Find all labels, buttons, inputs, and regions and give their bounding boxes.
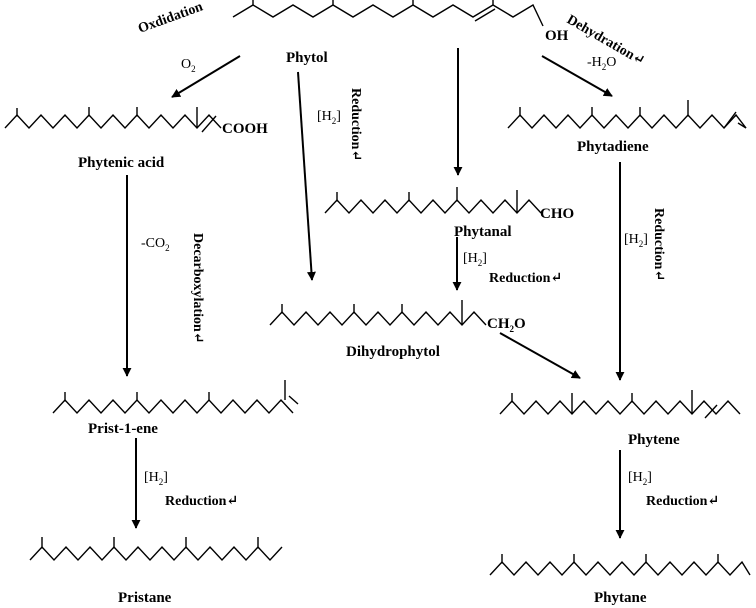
- phytane-structure: [489, 554, 751, 577]
- phytene-reduction-label: Reduction↵: [646, 494, 719, 509]
- prist-1-ene-h2-label: [H2]: [144, 470, 168, 487]
- phytol-name: Phytol: [286, 50, 328, 66]
- phytanal-h2-label: [H2]: [463, 251, 487, 268]
- dihydrophytol-ch2o-label: CH2O: [487, 316, 526, 334]
- phytenic-acid-structure: [4, 107, 222, 133]
- phytol-reduction-label: Reduction↵: [348, 88, 363, 161]
- arrow-phytol-to-phytenic-acid: [171, 55, 241, 98]
- phytene-h2-label: [H2]: [628, 470, 652, 487]
- phytanal-structure: [324, 187, 542, 215]
- phytene-structure: [499, 390, 741, 419]
- phytenic-acid-name: Phytenic acid: [78, 155, 165, 171]
- prist-1-ene-name: Prist-1-ene: [88, 421, 158, 437]
- dihydrophytol-name: Dihydrophytol: [346, 344, 440, 360]
- phytadiene-name: Phytadiene: [577, 139, 649, 155]
- phytadiene-structure: [507, 100, 747, 130]
- phytanal-reduction-label: Reduction↵: [489, 271, 562, 286]
- phytanal-cho-label: CHO: [540, 206, 574, 222]
- phytene-name: Phytene: [628, 432, 680, 448]
- o2-label: O2: [181, 57, 196, 74]
- pristane-structure: [29, 537, 283, 562]
- arrow-dihydrophytol-to-phytene: [499, 332, 581, 379]
- phytol-h2-label: [H2]: [317, 109, 341, 126]
- minus-h2o-label: -H2O: [587, 55, 616, 72]
- prist-1-ene-structure: [52, 380, 299, 415]
- minus-co2-label: -CO2: [141, 236, 170, 253]
- phytadiene-h2-label: [H2]: [624, 232, 648, 249]
- phytanal-name: Phytanal: [454, 224, 512, 240]
- arrow-phytol-to-phytadiene: [541, 55, 613, 97]
- prist-1-ene-reduction-label: Reduction↵: [165, 494, 238, 509]
- oxidation-label: Oxdidation: [136, 0, 205, 37]
- phytol-oh-label: OH: [545, 28, 569, 44]
- decarboxylation-label: Decarboxylation↵: [190, 233, 205, 344]
- phytane-name: Phytane: [594, 590, 647, 606]
- phytol-structure: [232, 0, 544, 27]
- dihydrophytol-structure: [269, 300, 487, 327]
- phytenic-acid-cooh-label: COOH: [222, 121, 268, 137]
- phytadiene-reduction-label: Reduction↵: [651, 208, 666, 281]
- arrow-phytol-to-dihydrophytol: [297, 71, 316, 281]
- pristane-name: Pristane: [118, 590, 172, 606]
